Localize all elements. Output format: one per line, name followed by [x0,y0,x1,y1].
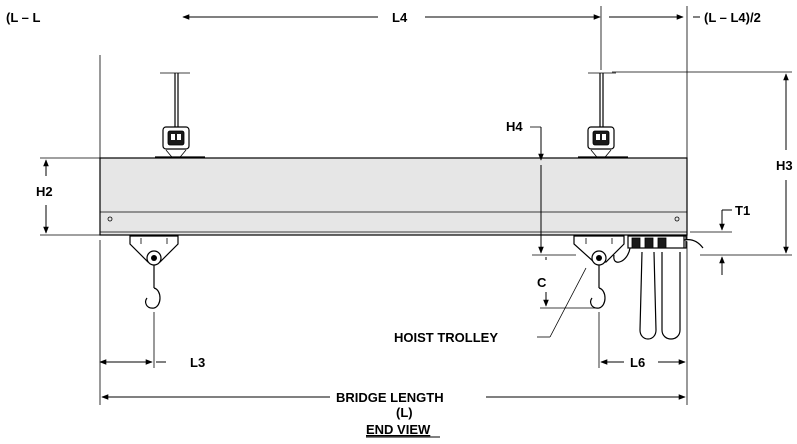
h2-dimension [40,157,100,236]
l-label: (L) [396,405,413,420]
h4-dimension [530,126,576,256]
view-title: END VIEW [366,422,431,437]
right-half-label: (L – L4)/2 [704,10,761,25]
h2-label: H2 [36,184,53,199]
left-hoist-trolley [129,235,179,309]
hoist-trolley-leader [537,267,587,338]
l6-dimension [598,312,686,368]
c-label: C [537,275,547,290]
l4-label: L4 [392,10,408,25]
l3-dimension [99,240,166,405]
c-dimension [540,257,598,309]
left-half-label: (L – L [6,10,40,25]
hoist-trolley-label: HOIST TROLLEY [394,330,498,345]
l6-label: L6 [630,355,645,370]
l3-label: L3 [190,355,205,370]
h3-label: H3 [776,158,793,173]
bridge-length-dimension [101,365,688,405]
festoon-cables [613,235,704,340]
right-hoist-trolley [573,235,625,309]
bridge-length-label: BRIDGE LENGTH [336,390,444,405]
h3-dimension [612,71,792,256]
t1-dimension [690,209,732,275]
left-runway-hanger [155,72,205,172]
bridge-girder [99,157,688,236]
right-runway-hanger [578,72,628,172]
h4-label: H4 [506,119,523,134]
t1-label: T1 [735,203,750,218]
